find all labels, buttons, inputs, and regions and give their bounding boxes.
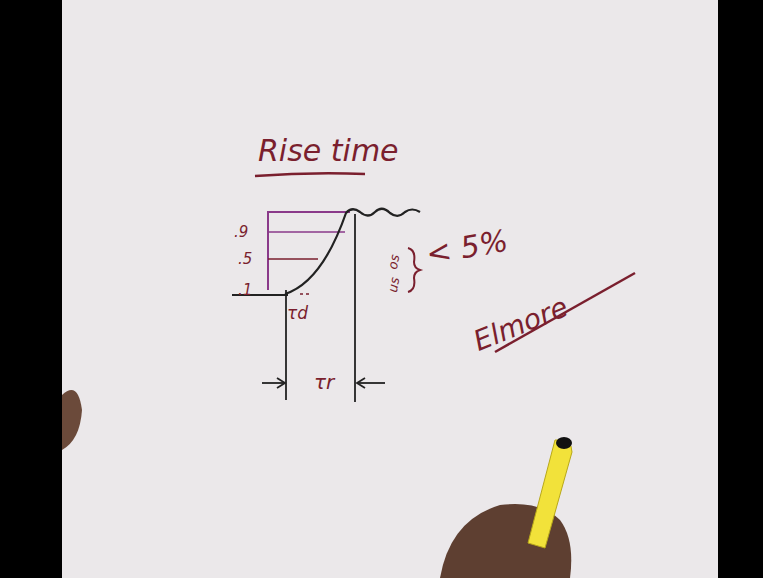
arrow-head <box>357 378 365 388</box>
marker-tip <box>556 437 572 449</box>
rise-time-label: τr <box>314 372 334 392</box>
dimension-arrow <box>357 382 385 384</box>
hand <box>62 390 82 450</box>
level-label: .1 <box>238 283 252 298</box>
level-tick <box>300 293 312 295</box>
dimension-arrow <box>262 382 284 384</box>
paper <box>62 0 718 578</box>
brace <box>408 248 420 292</box>
level-label: .5 <box>238 252 252 267</box>
marker-pen <box>528 440 572 548</box>
marker-line <box>354 214 356 402</box>
delay-label: τd <box>287 305 308 322</box>
title: Rise time <box>258 136 399 166</box>
level-line <box>268 258 318 260</box>
overshoot-label: os <box>386 253 401 270</box>
level-label: .9 <box>234 225 248 240</box>
undershoot-label: us <box>386 276 401 293</box>
response-curve <box>285 209 420 294</box>
level-line <box>268 231 345 233</box>
arrow-head <box>277 378 285 388</box>
underline <box>255 173 365 176</box>
